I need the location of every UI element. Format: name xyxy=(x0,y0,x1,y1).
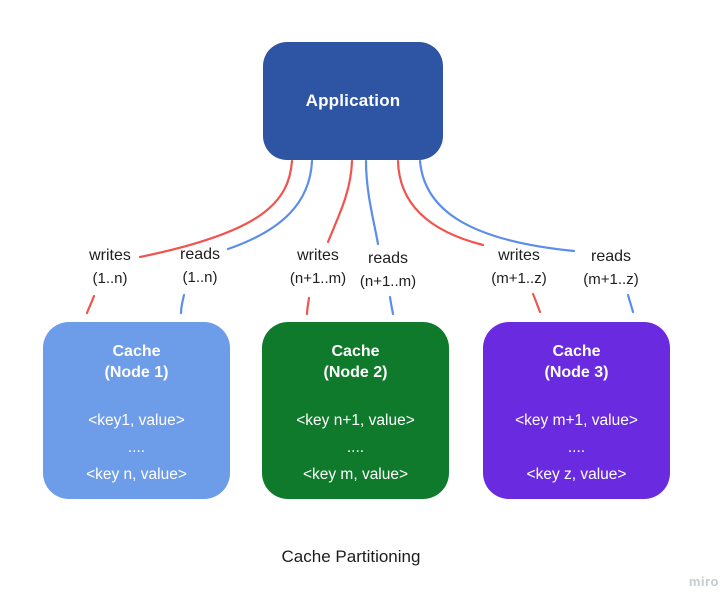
cache-node-2-title-line2: (Node 2) xyxy=(323,364,388,381)
cache-entry-ellipsis: .... xyxy=(127,439,146,456)
reads-range: (m+1..z) xyxy=(583,271,639,288)
reads-label-node3: reads (m+1..z) xyxy=(551,246,671,292)
writes-arrow-node1 xyxy=(85,294,96,315)
reads-range: (n+1..m) xyxy=(359,273,417,290)
writes-curve-node3 xyxy=(396,159,485,247)
miro-watermark: miro xyxy=(688,574,719,589)
writes-arrow-node2 xyxy=(305,296,311,316)
reads-curve-node2 xyxy=(364,159,380,246)
writes-label-node2: writes (n+1..m) xyxy=(258,245,378,291)
cache-node-1-title-line1: Cache xyxy=(112,343,161,360)
cache-node-2-title: Cache (Node 2) xyxy=(262,341,449,383)
cache-node-1: Cache (Node 1) <key1, value> .... <key n… xyxy=(43,322,230,499)
writes-verb: writes xyxy=(297,247,339,264)
cache-entry: <key1, value> xyxy=(88,412,185,429)
writes-label-node1: writes (1..n) xyxy=(50,245,170,291)
reads-arrow-node3 xyxy=(626,293,635,314)
application-label: Application xyxy=(305,91,401,110)
reads-arrow-node2 xyxy=(388,295,395,316)
writes-range: (1..n) xyxy=(92,270,128,287)
writes-range: (m+1..z) xyxy=(491,270,547,287)
cache-node-2: Cache (Node 2) <key n+1, value> .... <ke… xyxy=(262,322,449,499)
application-node: Application xyxy=(263,42,443,160)
writes-label-node3: writes (m+1..z) xyxy=(459,245,579,291)
cache-node-3-title-line2: (Node 3) xyxy=(544,364,609,381)
writes-verb: writes xyxy=(498,247,540,264)
diagram-title: Cache Partitioning xyxy=(281,547,421,566)
cache-entry: <key n+1, value> xyxy=(296,412,415,429)
cache-node-1-entries: <key1, value> .... <key n, value> xyxy=(43,407,230,488)
reads-verb: reads xyxy=(367,250,409,267)
cache-node-3-entries: <key m+1, value> .... <key z, value> xyxy=(483,407,670,488)
reads-verb: reads xyxy=(590,248,632,265)
cache-node-3: Cache (Node 3) <key m+1, value> .... <ke… xyxy=(483,322,670,499)
writes-arrow-node3 xyxy=(531,292,542,314)
reads-label-node2: reads (n+1..m) xyxy=(328,248,448,294)
cache-entry-ellipsis: .... xyxy=(567,439,586,456)
cache-node-2-entries: <key n+1, value> .... <key m, value> xyxy=(262,407,449,488)
reads-verb: reads xyxy=(179,246,221,263)
reads-range: (1..n) xyxy=(182,269,218,286)
cache-node-3-title: Cache (Node 3) xyxy=(483,341,670,383)
cache-entry: <key z, value> xyxy=(526,466,627,483)
writes-range: (n+1..m) xyxy=(289,270,347,287)
cache-entry: <key n, value> xyxy=(86,466,187,483)
cache-entry-ellipsis: .... xyxy=(346,439,365,456)
cache-entry: <key m, value> xyxy=(302,466,409,483)
cache-node-3-title-line1: Cache xyxy=(552,343,601,360)
reads-arrow-node1 xyxy=(179,293,186,315)
reads-curve-node3 xyxy=(418,159,576,253)
reads-label-node1: reads (1..n) xyxy=(140,244,260,290)
writes-verb: writes xyxy=(89,247,131,264)
cache-node-2-title-line1: Cache xyxy=(331,343,380,360)
cache-node-1-title: Cache (Node 1) xyxy=(43,341,230,383)
writes-curve-node2 xyxy=(326,159,354,244)
cache-node-1-title-line2: (Node 1) xyxy=(104,364,169,381)
cache-entry: <key m+1, value> xyxy=(515,412,638,429)
reads-curve-node1 xyxy=(226,159,314,251)
writes-curve-node1 xyxy=(138,159,294,259)
